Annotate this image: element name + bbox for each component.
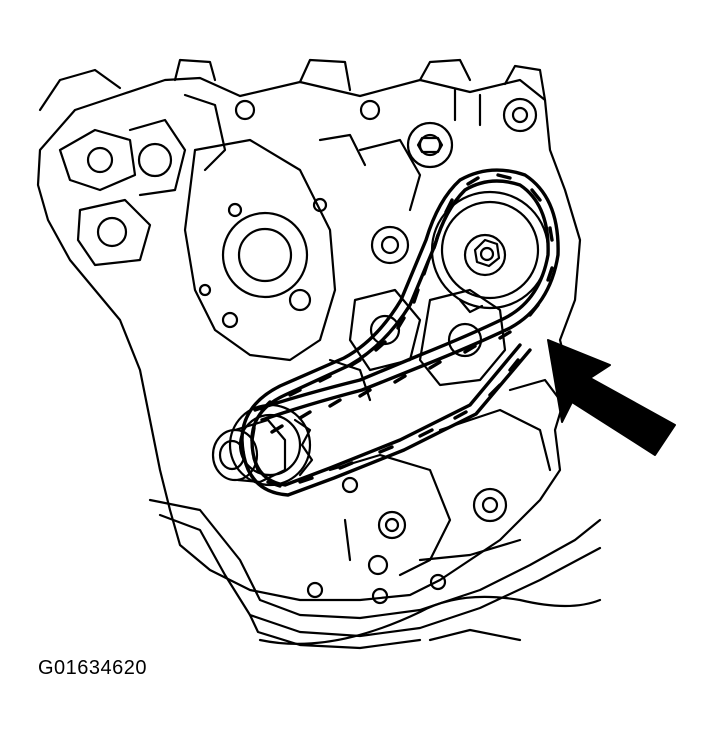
front-cover — [183, 133, 507, 402]
pointer-arrow-icon — [547, 339, 676, 456]
base-shadow — [258, 595, 602, 645]
engine-block-outline — [36, 58, 582, 602]
lower-block-details — [328, 378, 562, 577]
timing-chain — [240, 168, 560, 497]
upper-bolt-cluster — [234, 88, 538, 169]
figure-id-label: G01634620 — [38, 657, 148, 679]
oil-pan — [148, 498, 602, 650]
